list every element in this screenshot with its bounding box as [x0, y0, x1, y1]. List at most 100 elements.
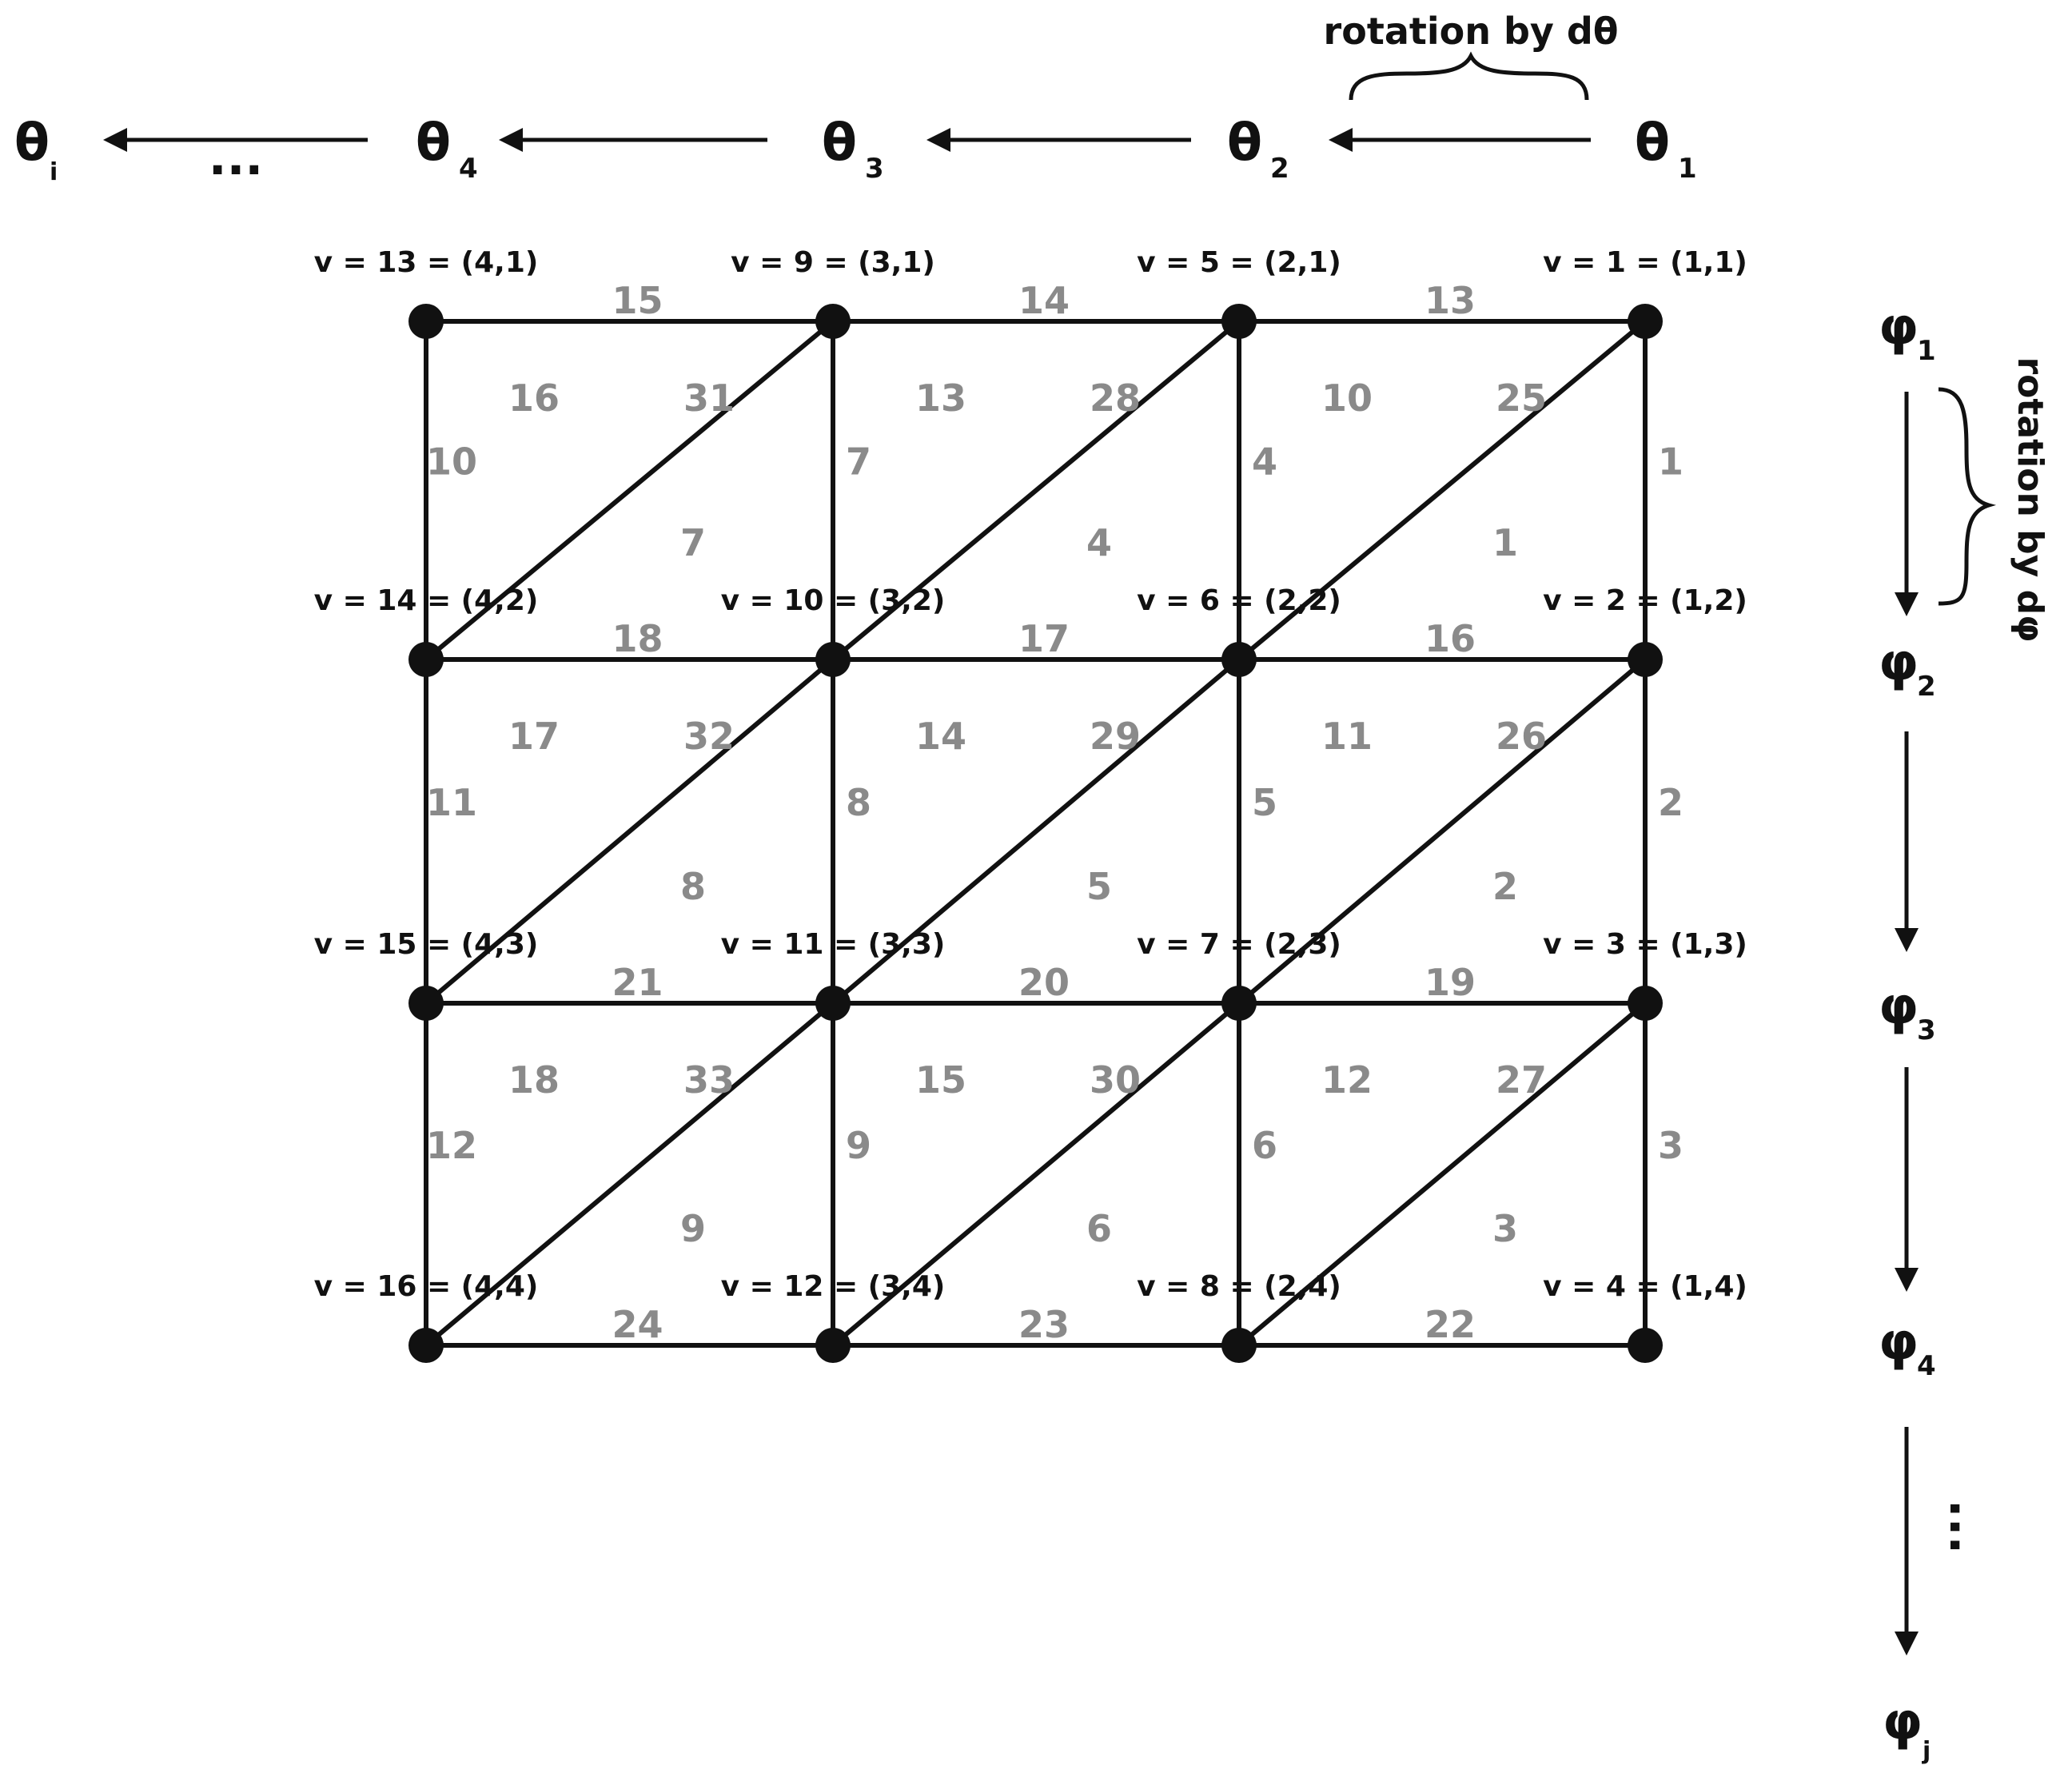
face-label-lower: 7 [680, 521, 706, 564]
face-label-lower: 9 [680, 1207, 706, 1250]
svg-text:φ: φ [1879, 297, 1919, 357]
edge-label-horizontal: 17 [1018, 617, 1070, 660]
phi-label-2: φ 2 [1879, 633, 1936, 703]
edge-label-vertical: 4 [1252, 440, 1277, 484]
vertex-label: v = 10 = (3,2) [721, 584, 946, 617]
face-label-lower: 8 [680, 865, 706, 908]
face-label-upper: 15 [915, 1058, 966, 1102]
face-label-upper: 12 [1321, 1058, 1373, 1102]
mesh-vertex [815, 304, 851, 339]
phi-label-4: φ 4 [1879, 1313, 1936, 1382]
face-label-upper: 16 [508, 377, 560, 420]
svg-text:θ: θ [1635, 114, 1670, 173]
edge-label-vertical: 1 [1658, 440, 1684, 484]
edge-label-horizontal: 18 [612, 617, 663, 660]
vertex-label: v = 4 = (1,4) [1543, 1270, 1747, 1303]
mesh-labels: v = 1 = (1,1)v = 2 = (1,2)v = 3 = (1,3)v… [314, 246, 1747, 1346]
mesh-edge-diagonal [424, 657, 835, 1006]
phi-rotation-caption: rotation by dφ [2010, 357, 2050, 642]
edge-label-horizontal: 22 [1424, 1303, 1476, 1346]
svg-text:4: 4 [459, 153, 478, 185]
mesh-vertex [1221, 304, 1257, 339]
edge-label-diagonal: 28 [1090, 377, 1141, 420]
svg-text:φ: φ [1879, 1313, 1919, 1372]
mesh-edge-diagonal [1237, 1001, 1647, 1348]
svg-text:i: i [50, 158, 58, 186]
vertex-label: v = 2 = (1,2) [1543, 584, 1747, 617]
face-label-upper: 11 [1321, 715, 1373, 758]
edge-label-horizontal: 15 [612, 279, 663, 322]
mesh-vertex [1628, 986, 1663, 1021]
theta-label-2: θ 2 [1227, 114, 1289, 185]
vertex-label: v = 16 = (4,4) [314, 1270, 539, 1303]
mesh-edge-diagonal [424, 1001, 835, 1348]
svg-text:θ: θ [14, 114, 50, 173]
face-label-lower: 1 [1492, 521, 1518, 564]
vertex-label: v = 12 = (3,4) [721, 1270, 946, 1303]
face-label-lower: 3 [1492, 1207, 1518, 1250]
face-label-upper: 14 [915, 715, 966, 758]
svg-text:2: 2 [1270, 153, 1289, 185]
edge-label-vertical: 2 [1658, 781, 1684, 824]
vertex-label: v = 15 = (4,3) [314, 928, 539, 961]
svg-text:4: 4 [1917, 1350, 1936, 1382]
vertex-label: v = 13 = (4,1) [314, 246, 539, 279]
mesh-edge-diagonal [1237, 319, 1647, 662]
edge-label-horizontal: 16 [1424, 617, 1476, 660]
mesh-vertex [408, 642, 444, 677]
face-label-lower: 2 [1492, 865, 1518, 908]
svg-text:θ: θ [1227, 114, 1262, 173]
svg-text:3: 3 [1917, 1014, 1936, 1046]
phi-label-j: φ j [1883, 1692, 1931, 1765]
theta-label-i: θ i [14, 114, 58, 186]
phi-brace [1938, 387, 1996, 606]
edge-label-vertical: 5 [1252, 781, 1277, 824]
mesh-edge-diagonal [1237, 657, 1647, 1006]
theta-label-4: θ 4 [416, 114, 478, 185]
svg-text:φ: φ [1879, 977, 1919, 1036]
face-label-upper: 13 [915, 377, 966, 420]
edge-label-diagonal: 33 [683, 1058, 735, 1102]
mesh-vertex [815, 1328, 851, 1363]
edge-label-diagonal: 32 [683, 715, 735, 758]
edge-label-horizontal: 20 [1018, 961, 1070, 1004]
vertex-label: v = 6 = (2,2) [1137, 584, 1341, 617]
edge-label-diagonal: 30 [1090, 1058, 1141, 1102]
edge-label-diagonal: 29 [1090, 715, 1141, 758]
svg-text:1: 1 [1678, 153, 1697, 185]
edge-label-vertical: 11 [426, 781, 477, 824]
edge-label-horizontal: 24 [612, 1303, 663, 1346]
svg-text:1: 1 [1917, 335, 1936, 367]
mesh-vertex [1221, 1328, 1257, 1363]
mesh-vertex [1221, 642, 1257, 677]
face-label-upper: 17 [508, 715, 560, 758]
theta-label-1: θ 1 [1635, 114, 1697, 185]
mesh-vertex [408, 1328, 444, 1363]
edge-label-vertical: 10 [426, 440, 477, 484]
phi-ellipsis: ... [1939, 1500, 1994, 1554]
svg-text:2: 2 [1917, 671, 1936, 703]
mesh-vertex [408, 304, 444, 339]
svg-text:φ: φ [1883, 1692, 1923, 1751]
face-label-upper: 10 [1321, 377, 1373, 420]
edge-label-vertical: 8 [846, 781, 871, 824]
edge-label-horizontal: 23 [1018, 1303, 1070, 1346]
face-label-lower: 4 [1086, 521, 1112, 564]
face-label-lower: 5 [1086, 865, 1112, 908]
edge-label-vertical: 7 [846, 440, 871, 484]
vertex-label: v = 7 = (2,3) [1137, 928, 1341, 961]
face-label-upper: 18 [508, 1058, 560, 1102]
mesh-vertex [1628, 304, 1663, 339]
phi-label-1: φ 1 [1879, 297, 1936, 367]
theta-rotation-caption: rotation by dθ [1324, 10, 1619, 53]
edge-label-horizontal: 13 [1424, 279, 1476, 322]
edge-label-diagonal: 27 [1496, 1058, 1547, 1102]
vertex-label: v = 8 = (2,4) [1137, 1270, 1341, 1303]
svg-text:θ: θ [822, 114, 857, 173]
mesh-vertex [815, 986, 851, 1021]
edge-label-vertical: 12 [426, 1124, 477, 1167]
edge-label-diagonal: 31 [683, 377, 735, 420]
mesh-edge-diagonal [831, 319, 1241, 662]
mesh-edge-diagonal [831, 1001, 1241, 1348]
